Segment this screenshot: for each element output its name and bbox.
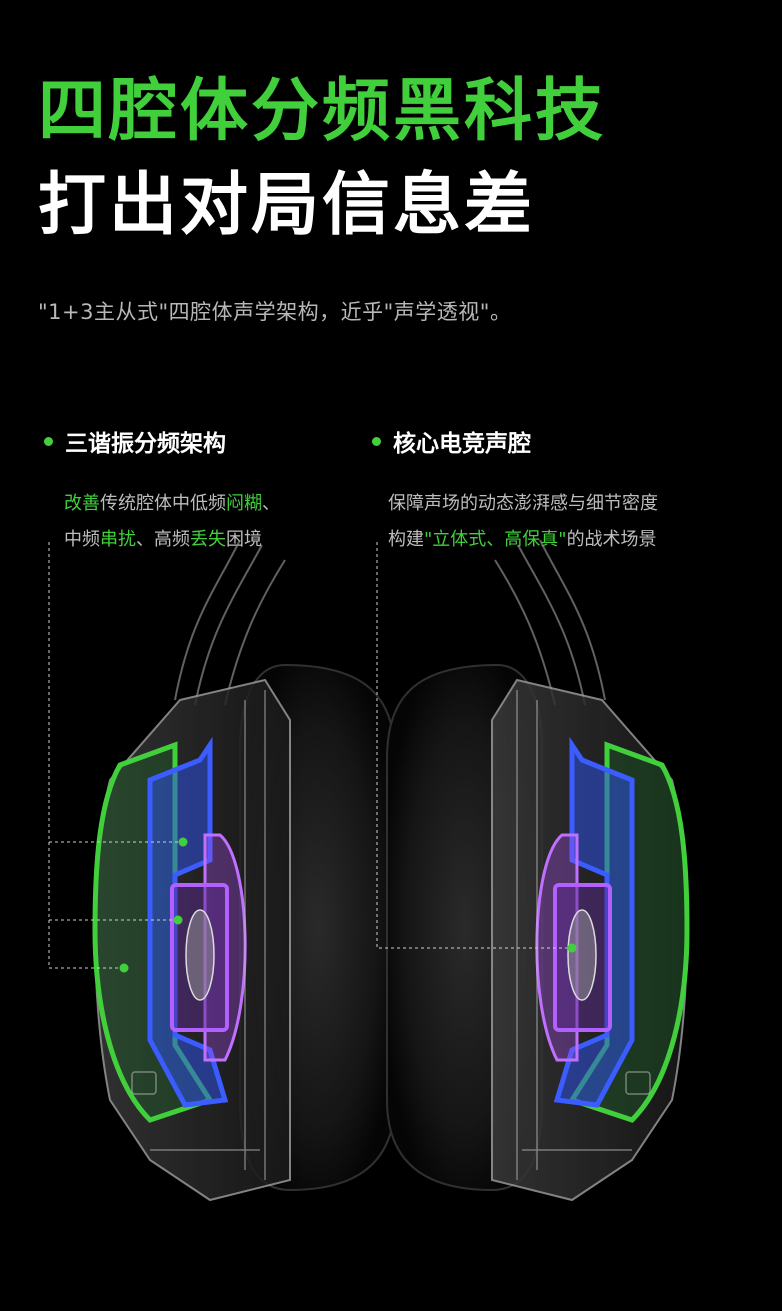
subtitle: "1+3主从式"四腔体声学架构，近乎"声学透视"。 [38,300,512,324]
purple-driver-right [535,833,612,1062]
frame-detail-lines [131,690,651,1180]
green-dot-icon [178,837,188,847]
highlight: 改善 [64,493,100,514]
feature-left-title-row: 三谐振分频架构 [44,424,280,458]
headband-arm-left [174,540,286,706]
feature-left-description: 改善传统腔体中低频闷糊、 中频串扰、高频丢失困境 [64,486,280,558]
feature-left-line-2: 中频串扰、高频丢失困境 [64,522,280,558]
feature-right-description: 保障声场的动态澎湃感与细节密度 构建"立体式、高保真"的战术场景 [388,486,658,558]
feature-right-line-1: 保障声场的动态澎湃感与细节密度 [388,493,658,514]
green-dot-icon [567,943,577,953]
text: 困境 [226,529,262,550]
green-dot-icon [44,436,53,446]
text: 构建 [388,529,424,550]
feature-left-title: 三谐振分频架构 [65,431,226,457]
green-dot-icon [173,915,183,925]
feature-right: 核心电竞声腔 保障声场的动态澎湃感与细节密度 构建"立体式、高保真"的战术场景 [372,424,658,558]
headphone-cutaway-icon [48,540,690,1202]
leader-lines-left [48,540,183,969]
green-dot-icon [372,436,381,446]
text: 中频 [64,529,100,550]
text: 、 [262,493,280,514]
highlight: 串扰 [100,529,136,550]
highlight: 闷糊 [226,493,262,514]
headline-line-1: 四腔体分频黑科技 [38,72,607,151]
text: 的战术场景 [566,529,657,550]
highlight: "立体式、高保真" [424,529,567,550]
text: 、高频 [136,529,190,550]
headline-line-2: 打出对局信息差 [38,166,536,245]
highlight: 丢失 [190,529,226,550]
feature-right-title-row: 核心电竞声腔 [372,424,658,458]
feature-right-line-2: 构建"立体式、高保真"的战术场景 [388,522,658,558]
headband-arm-right [494,540,606,706]
leader-lines-right [376,540,572,949]
purple-driver-left [170,833,247,1062]
text: 传统腔体中低频 [100,493,226,514]
feature-right-title: 核心电竞声腔 [393,431,531,457]
green-dot-icon [119,963,129,973]
feature-left: 三谐振分频架构 改善传统腔体中低频闷糊、 中频串扰、高频丢失困境 [44,424,280,558]
feature-left-line-1: 改善传统腔体中低频闷糊、 [64,486,280,522]
